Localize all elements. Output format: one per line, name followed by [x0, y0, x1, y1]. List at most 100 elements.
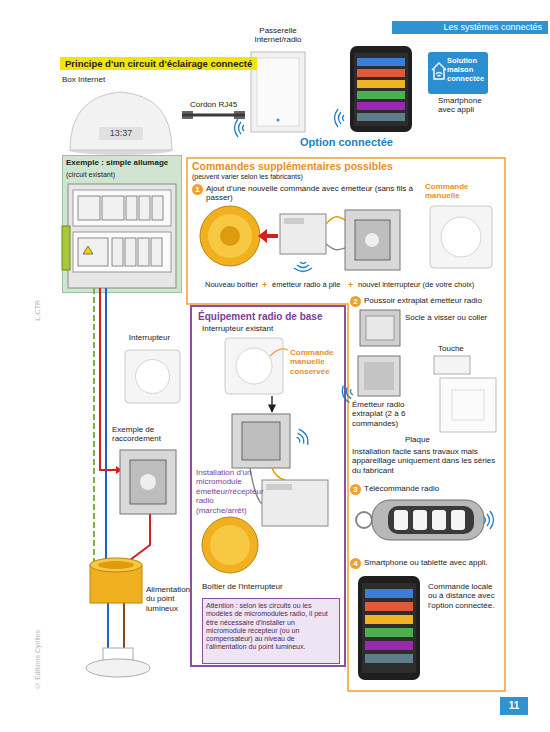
switch-mechanism [355, 220, 390, 260]
box-internet [69, 92, 173, 155]
node-text: Alimentation du point lumineux [146, 585, 198, 613]
rj45-plug [182, 111, 245, 119]
distribution-board [125, 238, 136, 266]
switch [430, 206, 492, 268]
panel-outline [187, 158, 505, 691]
smartphone [358, 576, 420, 680]
switch [441, 217, 481, 257]
switch-mechanism [140, 474, 156, 490]
wall-box [202, 517, 258, 573]
remote-control [388, 506, 474, 534]
lamp-holder [86, 648, 150, 677]
switch-mechanism [242, 422, 280, 460]
switch [236, 348, 272, 384]
label-text: Poussoir extraplat émetteur radio [364, 296, 504, 305]
micromodule [262, 480, 328, 526]
switch [430, 206, 492, 268]
node-text: Smartphone avec appli [438, 96, 500, 115]
smartphone [358, 576, 420, 680]
remote-control [413, 510, 427, 530]
remote-control [394, 510, 408, 530]
gateway [257, 58, 299, 126]
wires [126, 514, 150, 563]
gateway [277, 119, 280, 122]
node-text: Interrupteur [112, 333, 187, 342]
flat-transmitter [364, 362, 394, 390]
distribution-board [112, 238, 123, 266]
smartphone [357, 69, 405, 77]
switch-mechanism [365, 233, 379, 247]
radio-waves [335, 109, 345, 127]
title-box: Principe d'un circuit d'éclairage connec… [60, 57, 257, 70]
switch-mechanism [345, 210, 400, 270]
distribution-board [68, 184, 176, 288]
radio-waves [484, 511, 494, 529]
label-text: L-CTR [34, 300, 42, 321]
remote-control [356, 512, 372, 528]
label-text: Option connectée [300, 136, 393, 149]
label-text: émetteur radio à pile [272, 281, 340, 290]
rocker-key [434, 356, 470, 374]
junction-box [90, 558, 142, 572]
switch-mechanism [120, 450, 176, 514]
label-text: Plaque [405, 435, 430, 444]
connector [271, 396, 272, 412]
red-arrow [266, 234, 278, 238]
smartphone [357, 113, 405, 121]
distribution-board [151, 238, 162, 266]
node-text: Interrupteur existant [202, 324, 302, 333]
distribution-board [102, 196, 124, 220]
node-text: Box Internet [62, 75, 182, 84]
wires [105, 288, 107, 563]
label-text: Télécommande radio [364, 484, 439, 493]
note-box: Attention : selon les circuits ou les mo… [202, 598, 340, 664]
distribution-board [78, 238, 108, 266]
smartphone [350, 46, 412, 132]
smartphone [354, 53, 408, 126]
distribution-board [83, 246, 93, 254]
wall-box [208, 214, 252, 258]
base-plate [360, 310, 400, 346]
cover-plate [452, 390, 484, 420]
edge-label: Cordon RJ45 [190, 100, 237, 109]
label-text: Les systèmes connectés [392, 21, 548, 34]
wires [93, 288, 95, 563]
label-text: Commande locale ou à distance avec l'opt… [428, 582, 503, 610]
micromodule [266, 484, 292, 490]
remote-control [356, 500, 484, 540]
node-text: (circuit existant) [63, 169, 181, 181]
callout-number: 3 [350, 484, 361, 495]
node-text: Attention : selon les circuits ou les mo… [206, 602, 336, 652]
red-arrow [258, 229, 278, 243]
gateway [251, 52, 305, 132]
distribution-board [78, 196, 100, 220]
node-text: Commandes supplémentaires possibles [192, 160, 492, 172]
connector [182, 114, 245, 117]
label-text: Socle à visser ou coller [405, 313, 500, 322]
node-text: Commande manuelle [425, 182, 505, 201]
cover-plate [440, 378, 496, 432]
box-internet [70, 92, 172, 150]
label-text: 13:37 [101, 128, 141, 139]
switch-mechanism [130, 460, 166, 504]
smartphone [365, 654, 413, 663]
wall-box [210, 525, 250, 565]
flat-transmitter [358, 356, 400, 396]
node-text: Passerelle Internet/radio [245, 26, 311, 45]
remote-control [451, 510, 465, 530]
radio-module [280, 214, 326, 254]
distribution-board [139, 196, 150, 220]
callout-number: 2 [350, 296, 361, 307]
label-text: Installation d'un micromodule émetteur/r… [196, 468, 258, 515]
switch [125, 350, 180, 403]
micromodule [262, 480, 328, 526]
callout-number: 4 [350, 558, 361, 569]
switch-mechanism [345, 210, 400, 270]
smartphone [365, 641, 413, 650]
smartphone [357, 91, 405, 99]
switch-mechanism [232, 414, 290, 468]
wall-box [202, 517, 258, 573]
